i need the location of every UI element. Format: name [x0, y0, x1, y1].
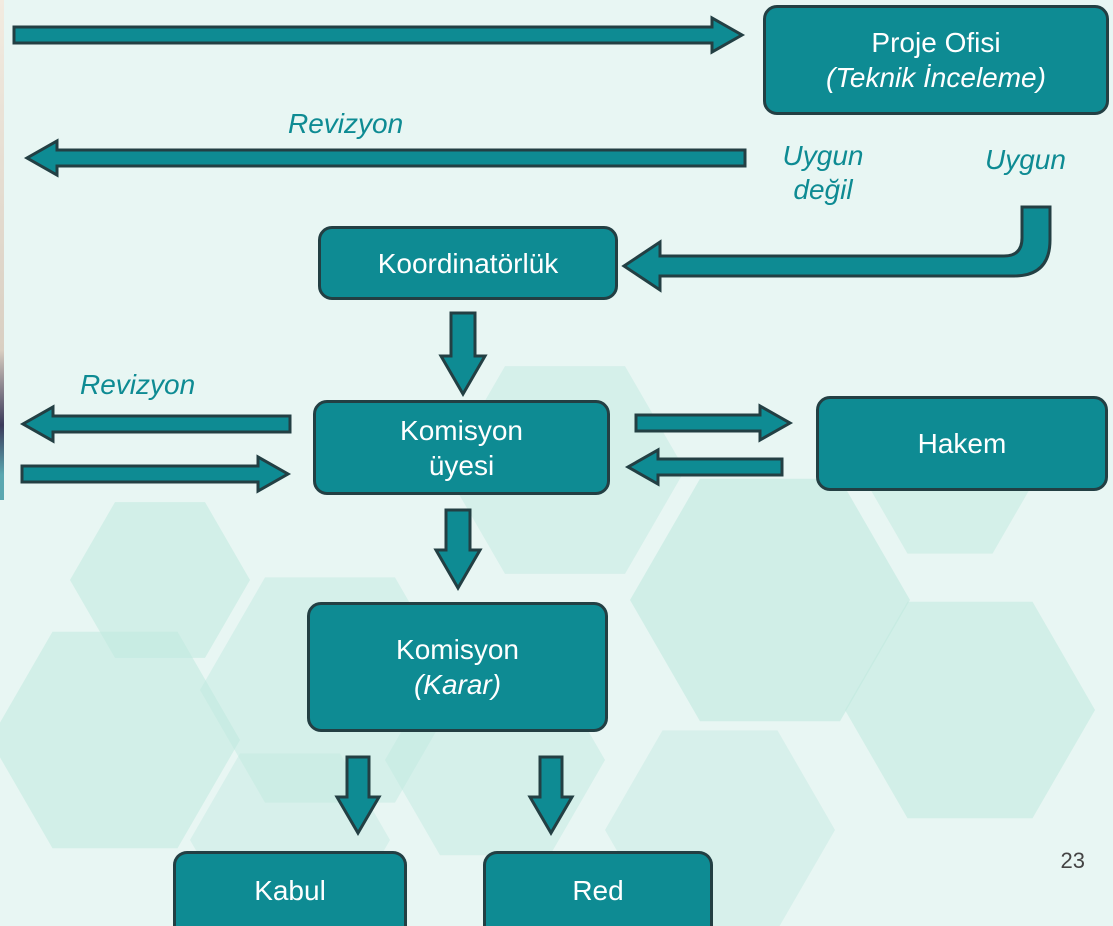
- arrow-to-proje-ofisi: [12, 15, 746, 55]
- arrow-to-hakem: [634, 403, 794, 443]
- background-hexagon: [845, 601, 1095, 819]
- red-title: Red: [572, 874, 624, 906]
- koordinatorluk-title: Koordinatörlük: [377, 247, 559, 279]
- red-box: Red: [483, 851, 713, 926]
- proje-ofisi-subtitle: (Teknik İnceleme): [826, 62, 1046, 93]
- uygun-degil-label: Uygun değil: [763, 139, 883, 207]
- proje-ofisi-box: Proje Ofisi (Teknik İnceleme): [763, 5, 1109, 115]
- arrow-to-komisyon-uyesi: [20, 454, 292, 494]
- kabul-box: Kabul: [173, 851, 407, 926]
- hakem-title: Hakem: [917, 428, 1007, 459]
- proje-ofisi-title: Proje Ofisi: [871, 27, 1001, 58]
- koordinatorluk-box: Koordinatörlük: [318, 226, 618, 300]
- background-hexagon: [0, 631, 240, 849]
- arrow-down-to-kabul: [334, 755, 382, 836]
- komisyon-uyesi-title-line2: üyesi: [428, 449, 495, 481]
- arrow-from-hakem: [624, 447, 784, 487]
- komisyon-title: Komisyon: [396, 634, 519, 665]
- background-hexagon: [630, 478, 910, 722]
- komisyon-uyesi-title-line1: Komisyon: [400, 414, 523, 446]
- uygun-degil-line2: değil: [793, 174, 853, 205]
- arrow-down-to-komisyon: [433, 508, 483, 591]
- revizyon-label-mid: Revizyon: [80, 369, 196, 400]
- arrow-down-to-red: [527, 755, 575, 836]
- kabul-title: Kabul: [254, 874, 326, 906]
- revizyon-label-top: Revizyon: [288, 108, 404, 139]
- arrow-revizyon-mid: [19, 404, 292, 444]
- komisyon-karar-box: Komisyon (Karar): [307, 602, 608, 732]
- arrow-revizyon-top: [23, 138, 747, 178]
- komisyon-uyesi-box: Komisyon üyesi: [313, 400, 610, 495]
- background-hexagon: [70, 502, 250, 658]
- arrow-down-to-komisyon-uyesi: [438, 311, 488, 397]
- uygun-degil-line1: Uygun: [782, 140, 864, 171]
- komisyon-subtitle: (Karar): [413, 669, 502, 700]
- uygun-label: Uygun: [985, 144, 1066, 175]
- background-photo-strip: [0, 0, 4, 500]
- hakem-box: Hakem: [816, 396, 1108, 491]
- arrow-uygun-to-koordinatorluk: [621, 205, 1052, 293]
- page-number: 23: [1060, 848, 1085, 873]
